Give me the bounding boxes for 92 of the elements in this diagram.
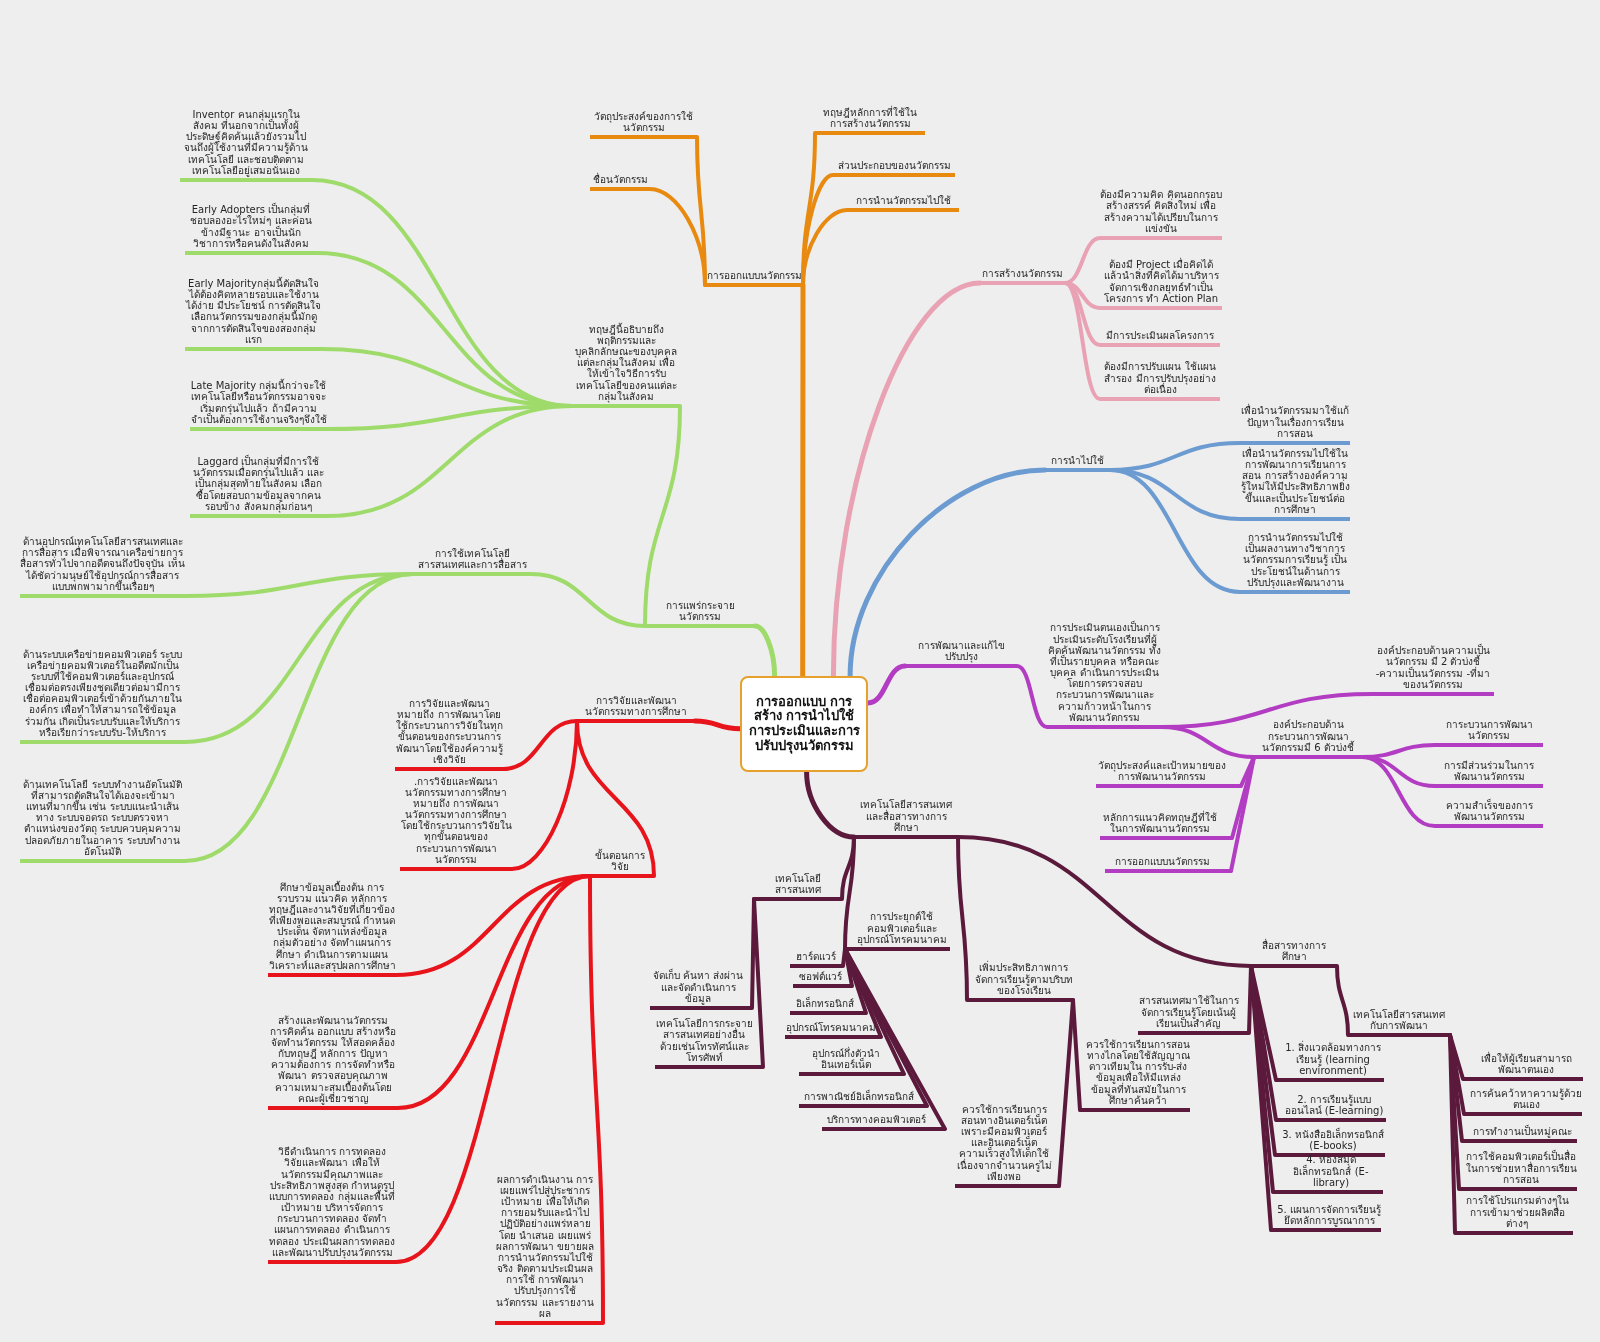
- topic-label: ต้องมี Project เมื่อคิดได้แล้วนำสิ่งที่คิดได้มาบริหารจัดการเชิงกลยุทธ์ทำเป็นโครงการ ทำ Action Plan: [1100, 259, 1222, 310]
- topic-label: การออกแบบนวัตกรรม: [1105, 855, 1231, 873]
- topic-label: การค้นคว้าหาความรู้ด้วยตนเอง: [1464, 1087, 1582, 1116]
- topic-label: เทคโนโลยีสารสนเทศกับการพัฒนา: [1348, 1008, 1450, 1037]
- topic-label: การมีส่วนร่วมในการพัฒนานวัตกรรม: [1435, 759, 1543, 788]
- branch-line: [575, 719, 656, 878]
- topic-label: 4. ห้องสมุดอิเล็กทรอนิกส์ (E-library): [1273, 1154, 1383, 1194]
- topic-label: Inventor คนกลุ่มแรกในสังคม ที่นอกจากเป็นทั้งผู้ประดิษฐ์คิดค้นแล้วยังรวมไปจนถึงผู้ใช้งานที่มีความรู้ด้านเทคโนโลยี และชอบติดตามเทคโนโลยีอยู่เสมอนั่นเอง: [180, 108, 312, 182]
- topic-label: ส่วนประกอบของนวัตกรรม: [833, 159, 955, 177]
- topic-label: 1. สิ่งแวดล้อมทางการเรียนรู้ (learning environment): [1276, 1042, 1384, 1082]
- topic-label: การประเมินตนเองเป็นการประเมินระดับโรงเรียนที่ผู้คิดค้นพัฒนานวัตกรรม ทั้งที่เป็นรายบุคคล หรือคณะบุคคล ดำเนินการประเมินโดยการตรวจสอบกระบวนการพัฒนาและความก้าวหน้าในการพัฒนานวัตกรรม: [1047, 622, 1162, 729]
- topic-label: 2. การเรียนรู้แบบออนไลน์ (E-learning): [1276, 1093, 1386, 1122]
- topic-label: ควรใช้การเรียนการสอนทางไกลโดยใช้สัญญาณดาวเทียมใน การรับ-ส่งข้อมูลเพื่อให้มีแหล่งข้อมูลที่ทันสมัยในการศึกษาค้นคว้า: [1080, 1038, 1190, 1112]
- topic-label: การประยุกต์ใช้คอมพิวเตอร์และอุปกรณ์โทรคมนาคม: [845, 911, 950, 951]
- branch-line: [830, 280, 983, 679]
- branch-line: [1160, 725, 1256, 759]
- topic-label: การวิจัยและพัฒนานวัตกรรมทางการศึกษา: [577, 694, 695, 723]
- topic-label: ความสำเร็จของการพัฒนานวัตกรรม: [1435, 799, 1543, 828]
- topic-label: .การวิจัยและพัฒนานวัตกรรมทางการศึกษา หมายถึง การพัฒนานวัตกรรมทางการศึกษา โดยใช้กระบวนการวิจัยในทุกขั้นตอนของกระบวนการพัฒนานวัตกรรม: [400, 775, 512, 871]
- topic-label: การะบวนการพัฒนานวัตกรรม: [1435, 718, 1543, 747]
- topic-label: Early Adopters เป็นกลุ่มที่ชอบลองอะไรใหม่ๆ และค่อนข้างมีฐานะ อาจเป็นนักวิชาการหรือคนดังในสังคม: [185, 204, 317, 255]
- topic-label: จัดเก็บ ค้นหา ส่งผ่าน และจัดดำเนินการข้อมูล: [650, 970, 752, 1010]
- topic-label: การสร้างนวัตกรรม: [980, 267, 1065, 285]
- topic-label: วัตถุประสงค์และเป้าหมายของการพัฒนานวัตกรรม: [1096, 759, 1241, 788]
- topic-label: การนำไปใช้: [1045, 454, 1110, 472]
- branch-line: [804, 769, 857, 840]
- topic-label: Laggard เป็นกลุ่มที่มีการใช้นวัตกรรมเมื่อตกรุ่นไปแล้ว และเป็นกลุ่มสุดท้ายในสังคม เลือกซื้อโดยสอบถามข้อมูลจากคนรอบข้าง สังคมกลุ่มก่อนๆ: [190, 456, 327, 518]
- branch-line: [183, 572, 415, 863]
- branch-line: [648, 187, 707, 287]
- topic-label: เทคโนโลยีสารสนเทศ: [754, 872, 842, 901]
- central-topic-box: การออกแบบ การสร้าง การนำไปใช้การประเมินและการปรับปรุงนวัตกรรม: [740, 676, 868, 772]
- topic-label: อุปกรณ์โทรคมนาคม: [785, 1021, 881, 1039]
- topic-label: การออกแบบนวัตกรรม: [705, 269, 803, 287]
- topic-label: ศึกษาข้อมูลเบื้องต้น การรวบรวม แนวคิด หลักการ ทฤษฎีและงานวิจัยที่เกี่ยวข้องที่เพียงพอและสมบูรณ์ กำหนดประเด็น จัดหาแหล่งข้อมูล กลุ่มตัวอย่าง จัดทำแผนการศึกษา ดำเนินการตามแผน วิเคราะห์และสรุปผลการศึกษา: [268, 881, 396, 977]
- branch-line: [1360, 755, 1437, 828]
- topic-label: ฮาร์ดแวร์: [790, 950, 843, 968]
- branch-line: [529, 572, 647, 628]
- topic-label: ด้านระบบเครือข่ายคอมพิวเตอร์ ระบบเครือข่ายคอมพิวเตอร์ในอดีตมักเป็นระบบที่ใช้คอมพิวเตอร์และอุปกรณ์เชื่อมต่อตรงเพียงชุดเดียวต่อมามีการเชื่อต่อคอมพิวเตอร์เข้าด้วยกันภายในองค์กร เพื่อทำให้สามารถใช้ข้อมูลร่วมกัน เกิดเป็นระบบรับและให้บริการ หรือเรียกว่าระบบรับ-ให้บริการ: [20, 648, 185, 744]
- topic-label: การวิจัยและพัฒนา หมายถึง การพัฒนาโดยใช้กระบวนการวิจัยในทุกขั้นตอนของกระบวนการพัฒนาโดยใช้องค์ความรู้เชิงวิจัย: [395, 697, 503, 771]
- branch-line: [801, 208, 849, 287]
- topic-label: อุปกรณ์กึ่งตัวนำ อินเทอร์เน็ต: [799, 1047, 904, 1076]
- topic-label: องค์ประกอบด้านกระบวนการพัฒนานวัตกรรมมี 6 ตัวบ่งชี้: [1254, 719, 1362, 759]
- topic-label: Late Majority กลุ่มนี้กว่าจะใช้เทคโนโลยีหรือนวัตกรรมอาจจะเริ่มตกรุ่นไปแล้ว ถ้ามีความจำเป็นต้องการใช้งานจริงๆจึงใช้: [190, 380, 327, 431]
- branch-line: [1448, 1033, 1457, 1235]
- branch-line: [752, 623, 778, 679]
- topic-label: การใช้โปรแกรมต่างๆในการเข้ามาช่วยผลิตสื่อต่างๆ: [1455, 1195, 1573, 1235]
- topic-label: การนำนวัตกรรมไปใช้: [847, 194, 959, 212]
- branch-line: [325, 404, 574, 518]
- topic-label: เพื่อให้ผู้เรียนสามารถพัฒนาตนเอง: [1463, 1052, 1583, 1081]
- topic-label: ด้านเทคโนโลยี ระบบทำงานอัตโนมัติที่สามารถตัดสินใจได้เองจะเข้ามาแทนที่มากขึ้น เช่น ระบบแนะนำเส้นทาง ระบบจอดรถ ระบบตรวจหาตำแหน่งของวัตถุ ระบบควบคุมความปลอดภัยภายในอาคาร ระบบทำงานอัตโนมัติ: [20, 778, 185, 863]
- topic-label: อิเล็กทรอนิกส์: [790, 997, 866, 1015]
- branch-line: [847, 467, 1048, 679]
- topic-label: เทคโนโลยีการกระจายสารสนเทศอย่างอื่นด้วยเช่นโทรทัศน์และโทรศัพท์: [655, 1018, 763, 1069]
- topic-label: ต้องมีความคิด คิดนอกกรอบ สร้างสรรค์ คิดสิ่งใหม่ เพื่อสร้างความได้เปรียบในการแข่งขัน: [1100, 189, 1222, 240]
- topic-label: 3. หนังสืออิเล็กทรอนิกส์ (E-books): [1275, 1128, 1385, 1157]
- topic-label: ต้องมีการปรับแผน ใช้แผนสำรอง มีการปรับปรุงอย่างต่อเนื่อง: [1100, 361, 1220, 401]
- branch-line: [1015, 664, 1049, 729]
- topic-label: หลักการแนวคิดทฤษฎีที่ใช้ในการพัฒนานวัตกรรม: [1100, 811, 1232, 840]
- topic-label: 5. แผนการจัดการเรียนรู้ยึดหลักการบูรณาการ: [1271, 1203, 1381, 1232]
- topic-label: การแพร่กระจายนวัตกรรม: [645, 599, 755, 628]
- topic-label: ผลการดำเนินงาน การเผยแพร่ไปสู่ประชากรเป้าหมาย เพื่อให้เกิดการยอมรับและนำไปปฏิบัติอย่างแพร่หลาย โดย นำเสนอ เผยแพร่ผลการพัฒนา ขยายผลการนำนวัตกรรมไปใช้จริง ติดตามประเมินผลการใช้ การพัฒนาปรับปรุงการใช้นวัตกรรม และรายงานผล: [495, 1173, 603, 1325]
- topic-label: วิธีดำเนินการ การทดลอง วิจัยและพัฒนา เพื่อให้นวัตกรรมมีคุณภาพและประสิทธิภาพสูงสุด กำหนดรูปแบบการทดลอง กลุ่มและพื้นที่เป้าหมาย บริหารจัดการกระบวนการทดลอง จัดทำแผนการทดลอง ดำเนินการทดลอง ประเมินผลการทดลอง และพัฒนาปรับปรุงนวัตกรรม: [268, 1146, 396, 1264]
- topic-label: ควรใช้การเรียนการสอนทางอินเตอร์เน็ตเพราะมีคอมพิวเตอร์ และอินเตอร์เน็ตความเร็วสูงให้เด็กใช้ เนื่องจากจำนวนครูไม่เพียงพอ: [955, 1103, 1059, 1188]
- topic-label: สร้างและพัฒนานวัตกรรม การคิดค้น ออกแบบ สร้างหรือจัดทำนวัตกรรม ให้สอดคล้องกับทฤษฎี หลักการ ปัญหา ความต้องการ การจัดทำหรือพัฒนา ตรวจสอบคุณภาพ ความเหมาะสมเบื้องต้นโดยคณะผู้เชี่ยวชาญ: [268, 1014, 398, 1110]
- topic-label: เพื่อนำนวัตกรรมไปใช้ในการพัฒนาการเรียนการสอน การสร้างองค์ความรู้ใหม่ให้มีประสิทธิภาพยิ่งขึ้นและเป็นประโยชน์ต่อการศึกษา: [1240, 447, 1350, 521]
- topic-label: เพื่อนำนวัตกรรมมาใช้แก้ปัญหาในเรื่องการเรียนการสอน: [1240, 405, 1350, 445]
- topic-label: ทฤษฎีนี้อธิบายถึงพฤติกรรมและบุคลิกลักษณะของบุคคลแต่ละกลุ่มในสังคม เพื่อให้เข้าใจวิธีการรับเทคโนโลยีของคนแต่ละกลุ่มในสังคม: [572, 323, 680, 408]
- branch-line: [1108, 468, 1242, 594]
- topic-label: สารสนเทศมาใช้ในการจัดการเรียนรู้โดยเน้นผู้เรียนเป็นสำคัญ: [1138, 995, 1249, 1035]
- topic-label: การทำงานเป็นหมู่คณะ: [1462, 1125, 1577, 1143]
- topic-label: การพาณิชย์อิเล็กทรอนิกส์: [799, 1090, 927, 1108]
- topic-label: เทคโนโลยีสารสนเทศและสื่อสารทางการศึกษา: [854, 799, 958, 839]
- branch-line: [1335, 964, 1350, 1037]
- topic-label: มีการประเมินผลโครงการ: [1100, 329, 1220, 347]
- topic-label: ซอฟต์แวร์: [793, 970, 852, 988]
- topic-label: Early Majorityกลุ่มนี้ตัดสินใจได้ต้องคิดหลายรอบและใช้งานได้ง่าย มีประโยชน์ การตัดสินใจเลือกนวัตกรรมของกลุ่มนี้มักดูจากการตัดสินใจของสองกลุ่มแรก: [185, 277, 322, 351]
- topic-label: การพัฒนาและแก้ไขปรับปรุง: [905, 639, 1017, 668]
- topic-label: บริการทางคอมพิวเตอร์: [822, 1113, 945, 1131]
- branch-line: [501, 719, 579, 771]
- topic-label: การนำนวัตกรรมไปใช้เป็นผลงานทางวิชาการ นวัตกรรมการเรียนรู้ เป็นประโยชน์ในด้านการปรับปรุงและพัฒนางาน: [1240, 532, 1350, 594]
- branch-line: [752, 897, 765, 1069]
- topic-label: การใช้เทคโนโลยีสารสนเทศและการสื่อสาร: [413, 547, 531, 576]
- topic-label: สื่อสารทางการศึกษา: [1251, 939, 1337, 968]
- topic-label: การใช้คอมพิวเตอร์เป็นสื่อในการช่วยหาสื่อการเรียนการสอน: [1459, 1151, 1577, 1191]
- topic-label: ทฤษฎีหลักการที่ใช้ในการสร้างนวัตกรรม: [815, 106, 925, 135]
- branch-line: [1057, 998, 1075, 1188]
- topic-label: เพิ่มประสิทธิภาพการจัดการเรียนรู้ตามบริบทของโรงเรียน: [967, 962, 1073, 1002]
- topic-label: ด้านอุปกรณ์เทคโนโลยีสารสนเทศและการสื่อสาร เมื่อพิจารณาเครือข่ายการสื่อสารทั่วไปจากอดีตจนถึงปัจจุบัน เห็นได้ชัดว่ามนุษย์ใช้อุปกรณ์การสื่อสารแบบพกพามากขึ้นเรื่อยๆ: [20, 536, 185, 598]
- topic-label: ขั้นตอนการวิจัย: [590, 849, 654, 878]
- topic-label: วัตถุประสงค์ของการใช้นวัตกรรม: [590, 110, 697, 139]
- topic-label: องค์ประกอบด้านความเป็นนวัตกรรม มี 2 ตัวบ่งชี้ -ความเป็นนวัตกรรม -ที่มาของนวัตกรรม: [1372, 645, 1494, 696]
- topic-label: ชื่อนวัตกรรม: [590, 173, 650, 191]
